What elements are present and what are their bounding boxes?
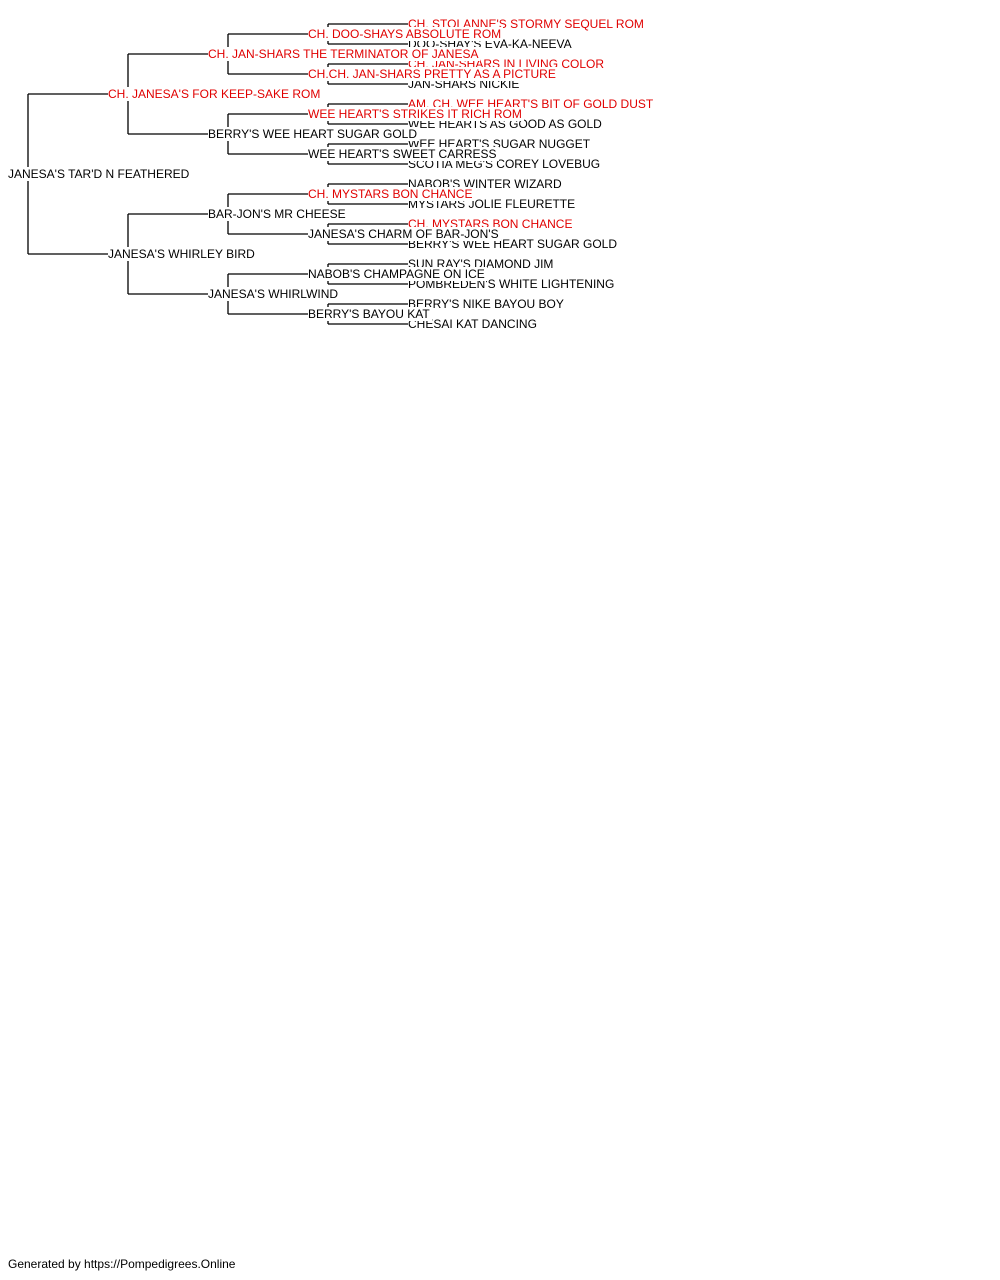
ancestor-sire-gen1: CH. JANESA'S FOR KEEP-SAKE ROM — [108, 87, 323, 101]
ancestor-sire-gen3: CH. MYSTARS BON CHANCE — [308, 187, 475, 201]
subject-dog-name: JANESA'S TAR'D N FEATHERED — [8, 167, 192, 181]
ancestor-sire-gen2: BAR-JON'S MR CHEESE — [208, 207, 348, 221]
ancestor-sire-gen4: BERRY'S NIKE BAYOU BOY — [408, 297, 566, 311]
ancestor-dam-gen2: JANESA'S WHIRLWIND — [208, 287, 341, 301]
ancestor-sire-gen3: NABOB'S CHAMPAGNE ON ICE — [308, 267, 487, 281]
ancestor-dam-gen2: BERRY'S WEE HEART SUGAR GOLD — [208, 127, 420, 141]
ancestor-sire-gen2: CH. JAN-SHARS THE TERMINATOR OF JANESA — [208, 47, 481, 61]
ancestor-dam-gen4: CHESAI KAT DANCING — [408, 317, 539, 331]
ancestor-dam-gen3: WEE HEART'S SWEET CARRESS — [308, 147, 499, 161]
ancestor-sire-gen3: CH. DOO-SHAYS ABSOLUTE ROM — [308, 27, 504, 41]
ancestor-dam-gen1: JANESA'S WHIRLEY BIRD — [108, 247, 257, 261]
ancestor-dam-gen3: BERRY'S BAYOU KAT — [308, 307, 432, 321]
ancestor-dam-gen3: JANESA'S CHARM OF BAR-JON'S — [308, 227, 501, 241]
generated-by-footer: Generated by https://Pompedigrees.Online — [8, 1257, 236, 1271]
ancestor-sire-gen3: WEE HEART'S STRIKES IT RICH ROM — [308, 107, 524, 121]
ancestor-dam-gen3: CH.CH. JAN-SHARS PRETTY AS A PICTURE — [308, 67, 558, 81]
